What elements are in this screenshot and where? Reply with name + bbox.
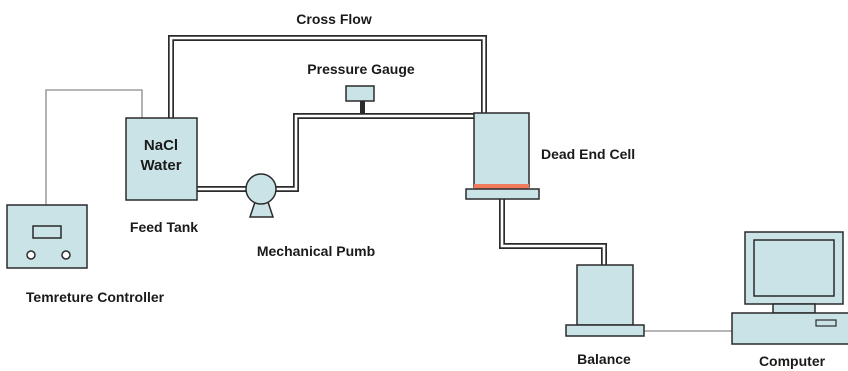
pump-to-cell-pipe: [276, 113, 474, 192]
controller-knob-right: [61, 250, 71, 260]
monitor-stand: [772, 303, 816, 314]
computer-base: [731, 312, 848, 345]
computer-slot: [815, 319, 837, 327]
balance: [565, 264, 645, 337]
cross-flow-label: Cross Flow: [296, 11, 372, 27]
controller-knob-left: [26, 250, 36, 260]
dead-end-cell-label: Dead End Cell: [541, 146, 635, 162]
pressure-gauge-label: Pressure Gauge: [307, 61, 415, 77]
temperature-controller: [6, 204, 88, 269]
mechanical-pump-label: Mechanical Pumb: [257, 243, 375, 259]
tank-content-label-line2: Water: [140, 157, 181, 174]
dead-end-cell: [465, 112, 540, 200]
feed-tank: [125, 117, 198, 201]
controller-display: [32, 225, 62, 239]
feed-tank-label: Feed Tank: [130, 219, 198, 235]
temperature-controller-label: Temreture Controller: [26, 289, 165, 305]
computer-label: Computer: [759, 353, 826, 369]
computer-icon: [731, 231, 848, 345]
tank-content-label-line1: NaCl: [144, 137, 178, 154]
permeate-pipe: [499, 199, 607, 265]
mechanical-pump-icon: [245, 173, 277, 218]
pressure-gauge: [345, 85, 375, 114]
balance-label: Balance: [577, 351, 631, 367]
pipes: [168, 35, 607, 265]
cross-flow-pipe: [168, 35, 487, 118]
monitor-screen: [753, 239, 835, 297]
controller-wire: [45, 89, 143, 205]
membrane: [474, 184, 529, 189]
